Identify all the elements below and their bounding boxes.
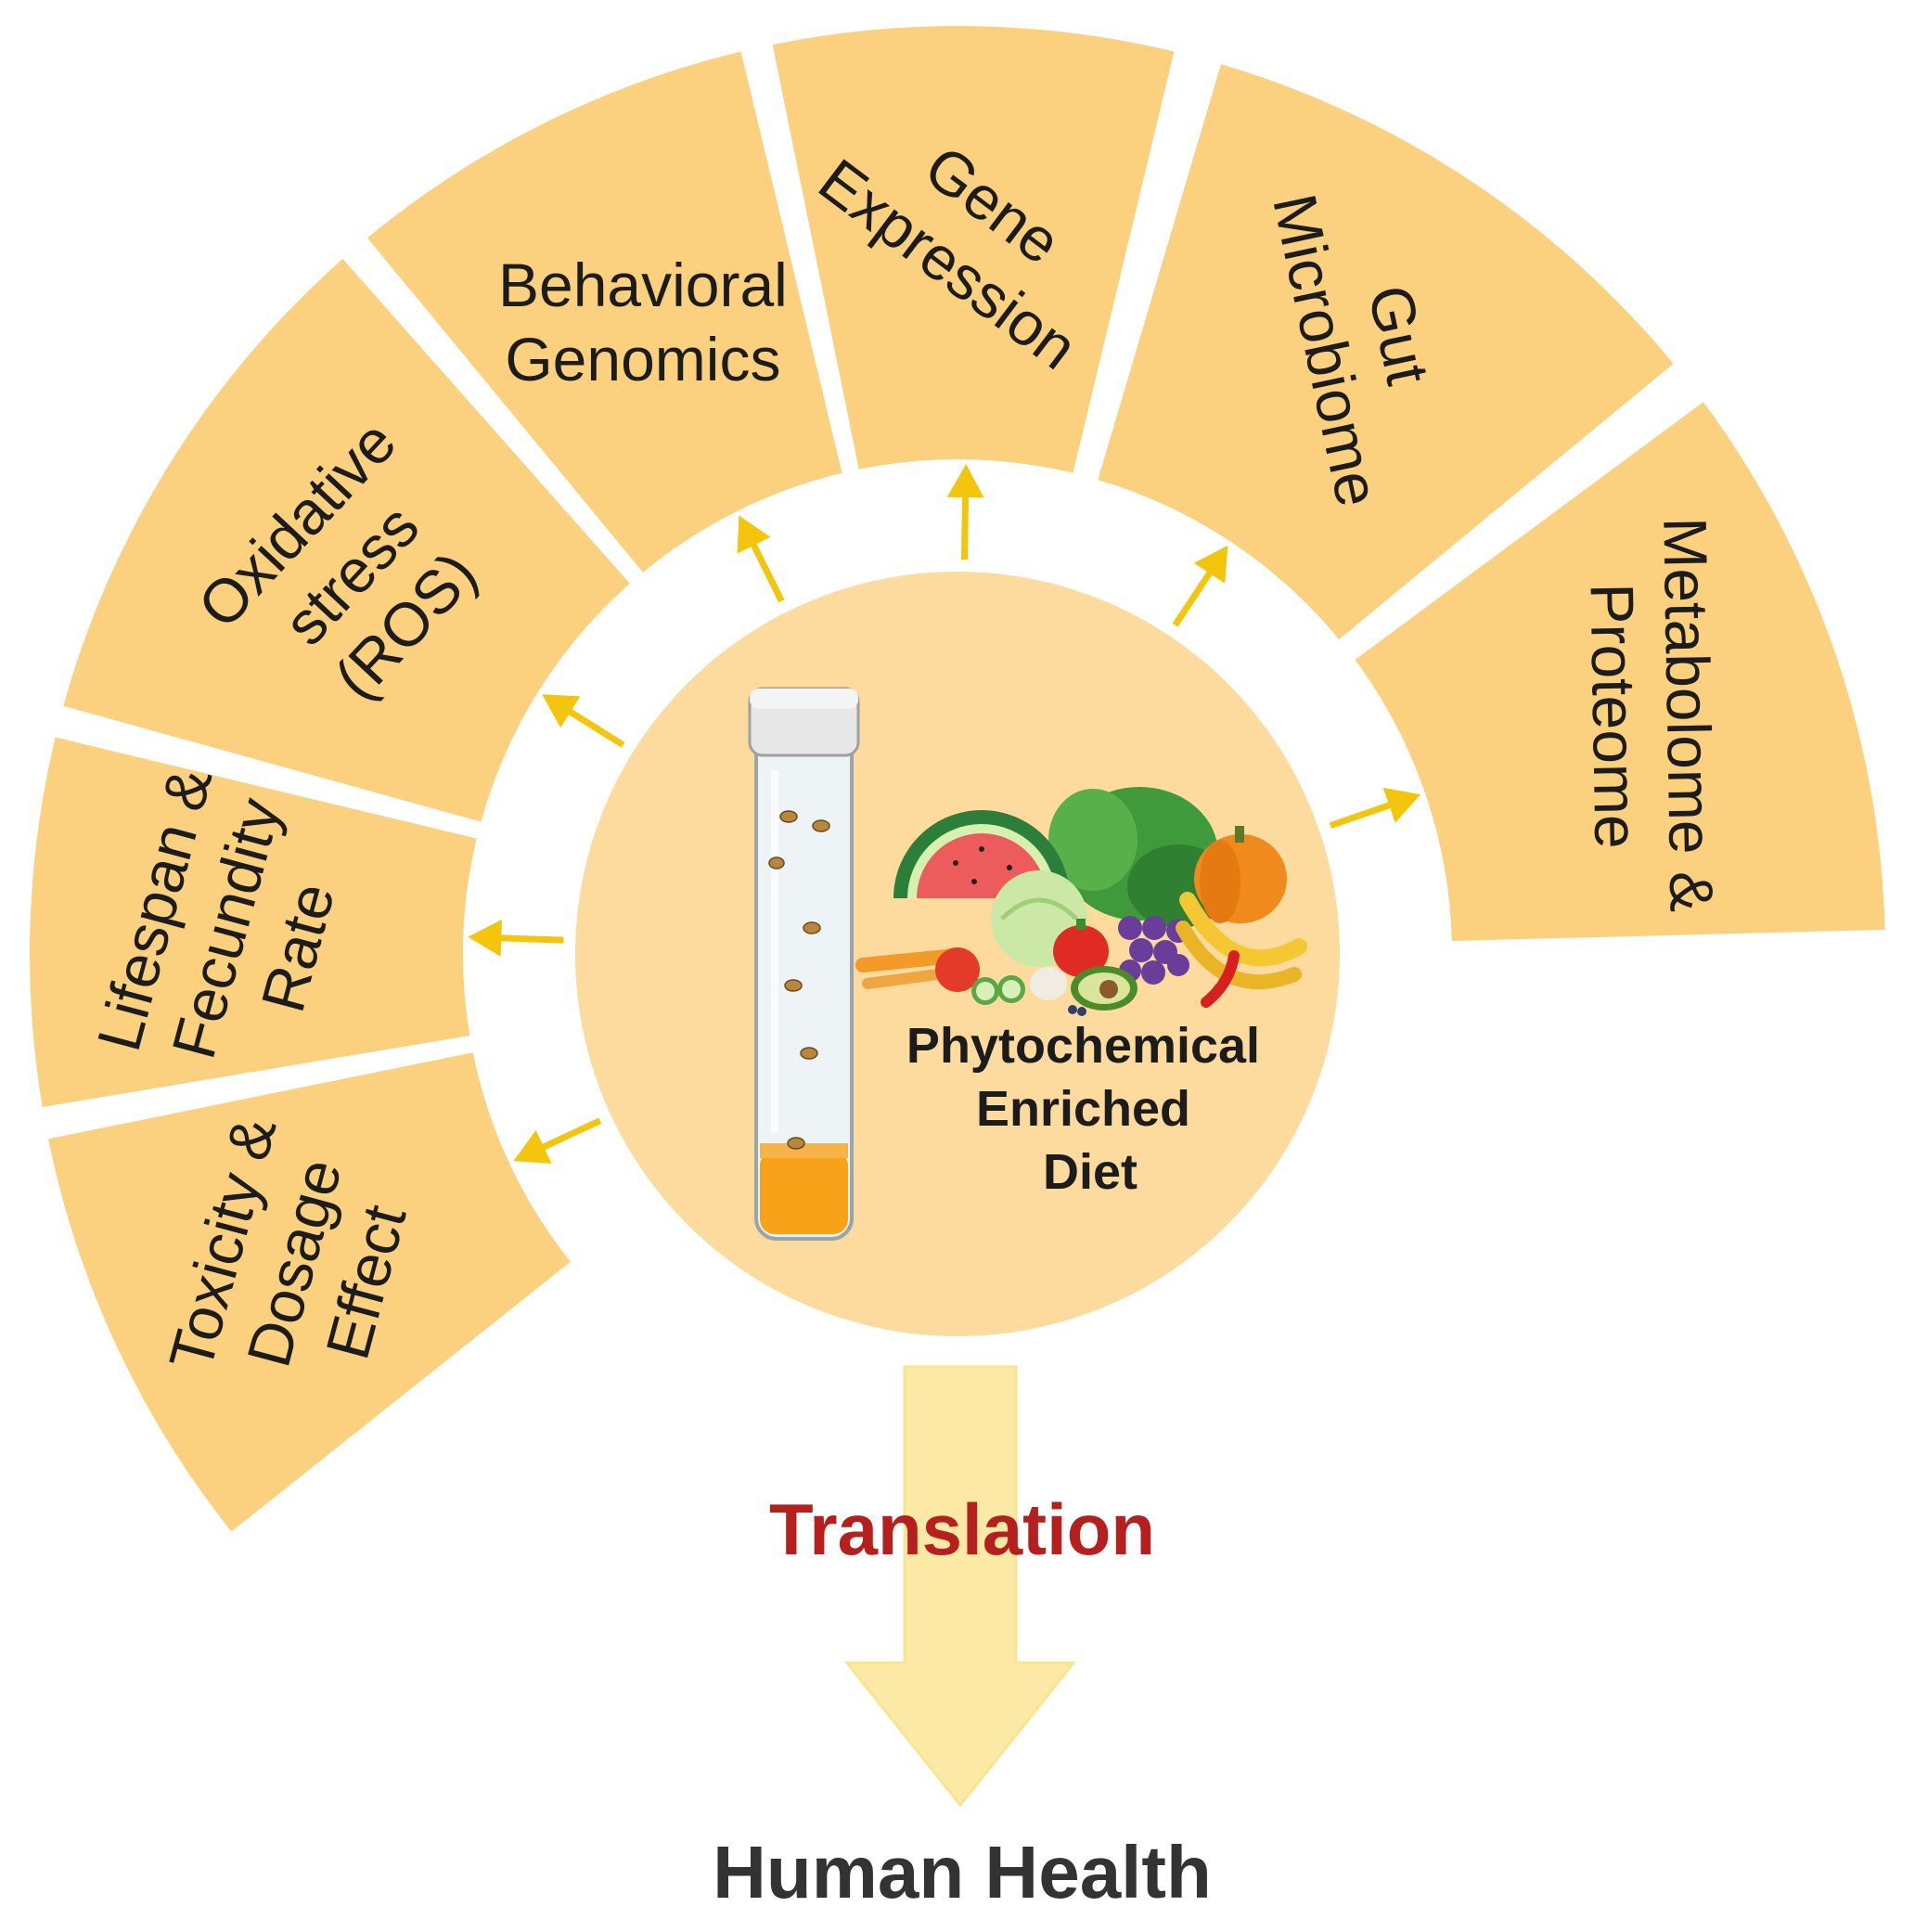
arrow-to-behavioral	[746, 535, 785, 603]
arrows-layer	[468, 464, 1421, 1165]
center-label: Phytochemical Enriched Diet	[906, 1018, 1274, 1200]
arrowhead-to-gut	[1193, 545, 1228, 584]
translation-label: Translation	[769, 1488, 1155, 1570]
vial-icon	[748, 687, 860, 1241]
produce-illustration-icon	[855, 787, 1307, 1016]
arrow-to-oxidative	[560, 704, 625, 748]
segment-gut	[1098, 64, 1674, 639]
translation-arrow-icon	[843, 1365, 1077, 1808]
segment-behavioral	[366, 51, 842, 573]
arrowhead-to-toxicity	[513, 1129, 552, 1165]
arrowhead-to-metabolome	[1382, 787, 1421, 823]
arrow-to-lifespan	[492, 934, 564, 944]
segment-oxidative	[63, 259, 630, 822]
segment-lifespan	[30, 737, 477, 1108]
arrow-to-gut	[1172, 563, 1217, 627]
arrow-to-gene	[960, 488, 970, 560]
arrowhead-to-behavioral	[737, 515, 771, 554]
arrow-to-metabolome	[1329, 799, 1399, 829]
segment-metabolome	[1355, 402, 1885, 942]
arrow-to-toxicity	[533, 1117, 602, 1154]
human-health-label: Human Health	[713, 1831, 1212, 1913]
segment-label-metabolome: Metabolome &Proteome	[1576, 517, 1726, 914]
segment-toxicity	[48, 1052, 571, 1532]
arrowhead-to-oxidative	[542, 694, 581, 728]
fly-icons	[768, 810, 830, 1150]
arrowhead-to-lifespan	[468, 919, 502, 957]
arrowhead-to-gene	[946, 464, 984, 498]
segment-gene	[772, 26, 1175, 473]
